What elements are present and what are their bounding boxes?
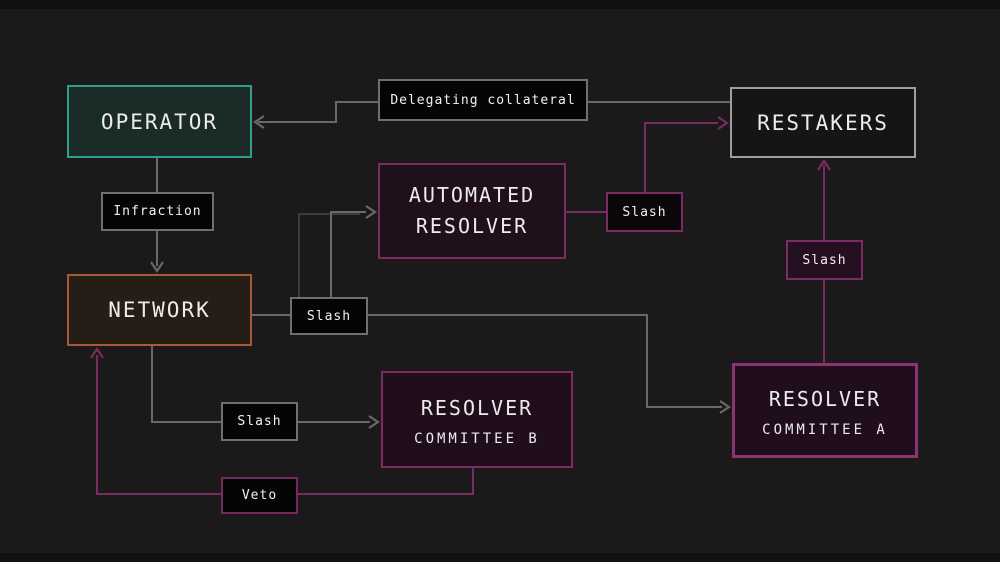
edge-slash-automated-h [330, 211, 366, 213]
edge-delegating-to-operator [258, 121, 337, 123]
edge-network-down [151, 346, 153, 422]
edge-slash-automated-dark-h [298, 213, 360, 215]
edge-label-slash-committee-b: Slash [221, 402, 298, 441]
edge-label-veto: Veto [221, 477, 298, 514]
node-automated-resolver: AUTOMATED RESOLVER [378, 163, 566, 259]
edge-label-text: Slash [237, 414, 282, 429]
edge-committee-b-down [472, 468, 474, 494]
edge-network-slash [252, 314, 290, 316]
edge-label-slash-automated: Slash [606, 192, 683, 232]
edge-veto-up [96, 355, 98, 495]
arrowhead-into-restakers-bottom [814, 156, 834, 176]
edge-label-slash-restakers: Slash [786, 240, 863, 280]
node-network-label: NETWORK [108, 298, 211, 322]
edge-label-text: Slash [622, 204, 667, 220]
arrowhead-into-network-bottom [87, 344, 107, 364]
edge-slash-right [368, 314, 648, 316]
edge-committee-a-drop [646, 314, 648, 407]
node-resolver-committee-a-line1: RESOLVER [768, 386, 882, 411]
arrowhead-into-committee-b [363, 412, 383, 432]
edge-label-text: Veto [241, 488, 278, 503]
edge-delegating-bend [335, 101, 337, 123]
node-network: NETWORK [67, 274, 252, 346]
bottom-frame-bar [0, 553, 1000, 562]
edge-label-text: Infraction [113, 204, 202, 219]
top-frame-bar [0, 0, 1000, 9]
node-resolver-committee-b-line2: COMMITTEE B [414, 430, 540, 447]
edge-automated-slash [566, 211, 606, 213]
edge-slash-automated-dark-v [298, 214, 300, 298]
edge-label-text: Delegating collateral [390, 92, 576, 108]
edge-label-delegating-collateral: Delegating collateral [378, 79, 588, 121]
node-restakers: RESTAKERS [730, 87, 916, 158]
edge-slash-automated-v [330, 212, 332, 298]
edge-to-slash-b [151, 421, 221, 423]
arrowhead-into-committee-a [714, 397, 734, 417]
node-restakers-label: RESTAKERS [757, 110, 889, 135]
node-resolver-committee-a: RESOLVER COMMITTEE A [732, 363, 918, 458]
edge-into-committee-b [298, 421, 370, 423]
node-operator: OPERATOR [67, 85, 252, 158]
edge-slash-up [644, 123, 646, 192]
edge-label-infraction: Infraction [101, 192, 214, 231]
node-resolver-committee-b: RESOLVER COMMITTEE B [381, 371, 573, 468]
node-resolver-committee-a-line2: COMMITTEE A [762, 421, 888, 438]
node-automated-resolver-line2: RESOLVER [415, 214, 529, 238]
node-automated-resolver-line1: AUTOMATED [408, 183, 536, 207]
edge-label-slash-network: Slash [290, 297, 368, 335]
node-resolver-committee-b-line1: RESOLVER [420, 395, 534, 420]
edge-label-text: Slash [306, 308, 352, 324]
edge-into-committee-a [646, 406, 722, 408]
arrowhead-into-restakers-left [712, 113, 732, 133]
edge-into-restakers [644, 122, 718, 124]
edge-label-text: Slash [802, 252, 847, 268]
arrowhead-into-operator [250, 112, 270, 132]
arrowhead-into-automated-resolver [360, 202, 380, 222]
node-operator-label: OPERATOR [100, 109, 219, 134]
arrowhead-into-network-top [147, 256, 167, 276]
